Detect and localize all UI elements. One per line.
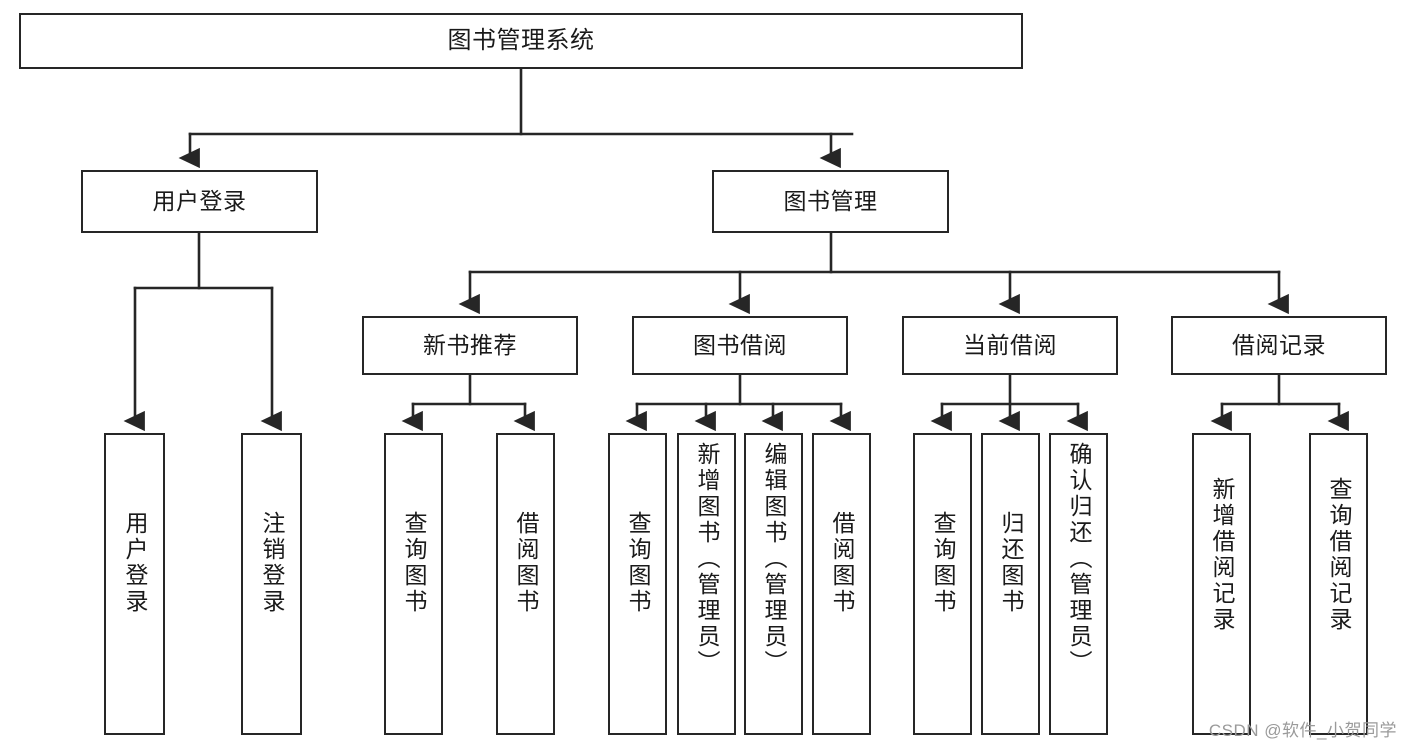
node-book-manage-label: 图书管理: [783, 188, 878, 215]
leaf-edit-book-label: 编辑图书（管理员）: [761, 442, 787, 676]
node-book-borrow-label: 图书借阅: [693, 332, 787, 359]
leaf-borrow-book-1-label: 借阅图书: [513, 511, 539, 615]
node-current-borrow-label: 当前借阅: [963, 332, 1057, 359]
leaf-user-logout-label: 注销登录: [259, 511, 285, 615]
leaf-user-logout[interactable]: 注销登录: [241, 433, 302, 735]
leaf-query-book-2[interactable]: 查询图书: [608, 433, 667, 735]
leaf-query-record[interactable]: 查询借阅记录: [1309, 433, 1368, 735]
leaf-user-login-label: 用户登录: [122, 511, 148, 615]
node-root-label: 图书管理系统: [447, 27, 595, 55]
leaf-edit-book[interactable]: 编辑图书（管理员）: [744, 433, 803, 735]
leaf-add-record[interactable]: 新增借阅记录: [1192, 433, 1251, 735]
leaf-user-login[interactable]: 用户登录: [104, 433, 165, 735]
leaf-borrow-book-2[interactable]: 借阅图书: [812, 433, 871, 735]
leaf-confirm-return-label: 确认归还（管理员）: [1066, 442, 1092, 676]
node-root[interactable]: 图书管理系统: [19, 13, 1023, 69]
leaf-query-book-2-label: 查询图书: [625, 511, 651, 615]
leaf-query-book-1-label: 查询图书: [401, 511, 427, 615]
node-borrow-record[interactable]: 借阅记录: [1171, 316, 1387, 375]
node-new-book-rec-label: 新书推荐: [423, 332, 517, 359]
leaf-borrow-book-2-label: 借阅图书: [829, 511, 855, 615]
leaf-borrow-book-1[interactable]: 借阅图书: [496, 433, 555, 735]
leaf-return-book-label: 归还图书: [998, 511, 1024, 615]
leaf-query-book-3-label: 查询图书: [930, 511, 956, 615]
node-current-borrow[interactable]: 当前借阅: [902, 316, 1118, 375]
leaf-add-record-label: 新增借阅记录: [1209, 477, 1235, 633]
node-new-book-rec[interactable]: 新书推荐: [362, 316, 578, 375]
leaf-query-record-label: 查询借阅记录: [1326, 477, 1352, 633]
node-book-manage[interactable]: 图书管理: [712, 170, 949, 233]
leaf-add-book[interactable]: 新增图书（管理员）: [677, 433, 736, 735]
node-user-login-label: 用户登录: [152, 188, 247, 215]
node-borrow-record-label: 借阅记录: [1232, 332, 1326, 359]
node-book-borrow[interactable]: 图书借阅: [632, 316, 848, 375]
leaf-query-book-3[interactable]: 查询图书: [913, 433, 972, 735]
leaf-add-book-label: 新增图书（管理员）: [694, 442, 720, 676]
leaf-confirm-return[interactable]: 确认归还（管理员）: [1049, 433, 1108, 735]
leaf-return-book[interactable]: 归还图书: [981, 433, 1040, 735]
node-user-login[interactable]: 用户登录: [81, 170, 318, 233]
leaf-query-book-1[interactable]: 查询图书: [384, 433, 443, 735]
